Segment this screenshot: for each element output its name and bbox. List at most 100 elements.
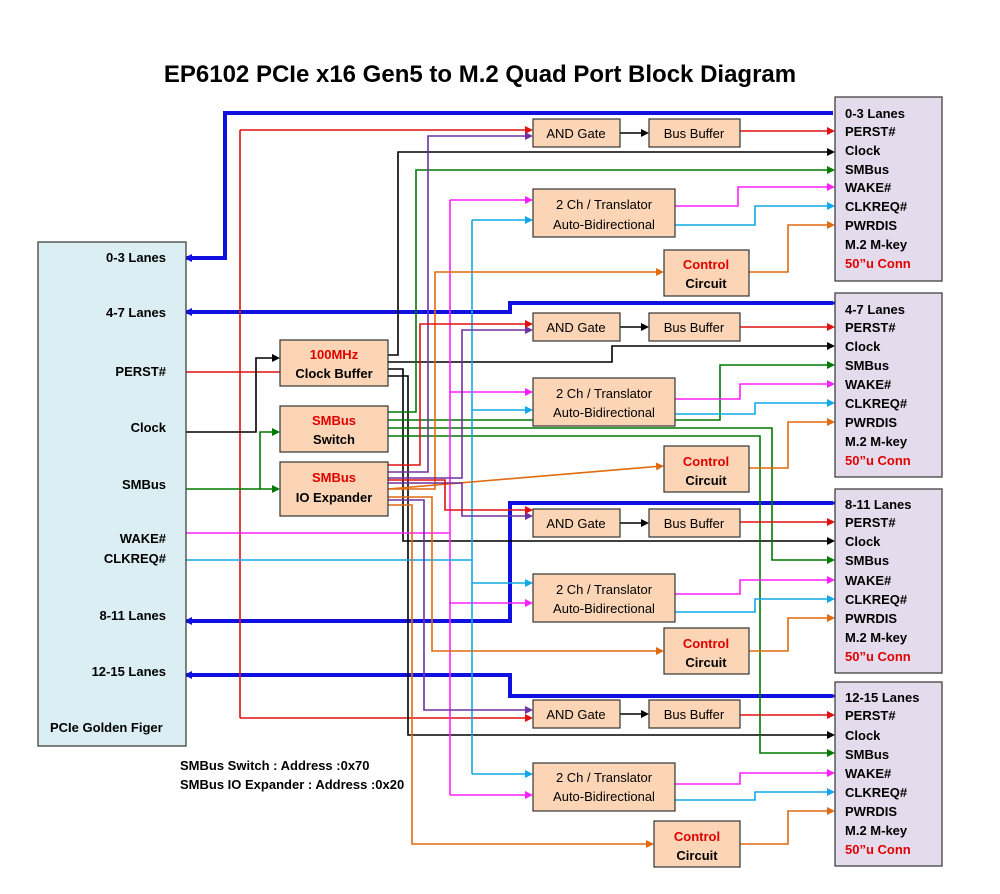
control-circuit-1 [663, 249, 750, 297]
connector-1-perst: PERST# [845, 124, 896, 139]
golden-finger-box [37, 241, 187, 747]
io-expander-label: IO Expander [296, 490, 373, 505]
connector-2-conn: 50”u Conn [845, 453, 911, 468]
and-in-2 [388, 326, 533, 479]
ctrl-in-4 [388, 504, 654, 848]
connector-4-smbus: SMBus [845, 747, 889, 762]
port-4-blocks: AND Gate Bus Buffer 2 Ch / Translator Au… [532, 699, 741, 868]
connector-3-clkreq: CLKREQ# [845, 592, 908, 607]
connector-1-clkreq: CLKREQ# [845, 199, 908, 214]
clkreq-out-1 [675, 202, 835, 226]
ctrl-in-2 [387, 462, 664, 490]
port-3-blocks: AND Gate Bus Buffer 2 Ch / Translator Au… [532, 508, 750, 675]
connector-1-wake: WAKE# [845, 180, 892, 195]
and-in-4 [388, 499, 533, 714]
clock-buffer-freq: 100MHz [310, 347, 359, 362]
bus-buffer-1-label: Bus Buffer [664, 126, 725, 141]
wires [184, 111, 839, 848]
connector-3-conn: 50”u Conn [845, 649, 911, 664]
perst-and-3 [388, 479, 533, 514]
control-circuit-3-title: Control [683, 636, 729, 651]
smbus-switch-block: SMBus Switch [279, 405, 389, 453]
connector-4-lanes: 12-15 Lanes [845, 690, 919, 705]
and-in-3 [388, 482, 533, 520]
ctrl-out-2 [749, 418, 835, 469]
translator-4 [532, 762, 676, 812]
and-gate-1-label: AND Gate [546, 126, 605, 141]
clkreq-out-4 [675, 788, 835, 801]
and-gate-3 [532, 508, 621, 538]
clock-in [186, 354, 280, 433]
connector-4-clkreq: CLKREQ# [845, 785, 908, 800]
control-circuit-2-label: Circuit [685, 473, 727, 488]
translator-4-line1: 2 Ch / Translator [556, 770, 653, 785]
lanes-12-15-wire [184, 671, 839, 700]
gf-label-clock: Clock [131, 420, 167, 435]
lanes-8-11-wire [184, 499, 839, 625]
bus-buffer-4 [648, 699, 741, 729]
connector-4-mkey: M.2 M-key [845, 823, 908, 838]
connector-4-wake: WAKE# [845, 766, 892, 781]
connector-3-perst: PERST# [845, 515, 896, 530]
bus-buffer-3 [648, 508, 741, 538]
translator-3 [532, 573, 676, 623]
ctrl-out-3 [749, 614, 835, 652]
connector-2-clkreq: CLKREQ# [845, 396, 908, 411]
lanes-0-3-wire [184, 111, 833, 262]
ctrl-out-1 [749, 221, 835, 273]
io-expander-block: SMBus IO Expander [279, 461, 389, 517]
connector-2-lanes: 4-7 Lanes [845, 302, 905, 317]
control-circuit-3 [663, 627, 750, 675]
control-circuit-4 [653, 820, 741, 868]
clock-buffer-label: Clock Buffer [295, 366, 372, 381]
clock-out-3 [388, 368, 835, 545]
diagram-title: EP6102 PCIe x16 Gen5 to M.2 Quad Port Bl… [164, 61, 796, 88]
connector-4: 12-15 Lanes PERST# Clock SMBus WAKE# CLK… [834, 681, 943, 867]
connector-4-perst: PERST# [845, 708, 896, 723]
connector-3-lanes: 8-11 Lanes [845, 497, 912, 512]
connector-2-mkey: M.2 M-key [845, 434, 908, 449]
gf-label-0-3-lanes: 0-3 Lanes [106, 250, 166, 265]
control-circuit-2-title: Control [683, 454, 729, 469]
connector-1-mkey: M.2 M-key [845, 237, 908, 252]
gf-footer: PCIe Golden Figer [50, 720, 163, 735]
smbus-switch-title: SMBus [312, 413, 356, 428]
gf-label-4-7-lanes: 4-7 Lanes [106, 305, 166, 320]
connector-1-clock: Clock [845, 143, 881, 158]
clock-buffer-block: 100MHz Clock Buffer [279, 339, 389, 387]
control-circuit-1-label: Circuit [685, 276, 727, 291]
and-gate-1 [532, 118, 621, 148]
gf-label-perst: PERST# [115, 364, 166, 379]
control-circuit-4-title: Control [674, 829, 720, 844]
connector-3: 8-11 Lanes PERST# Clock SMBus WAKE# CLKR… [834, 488, 943, 674]
and-in-1 [388, 132, 533, 473]
port-1-blocks: AND Gate Bus Buffer 2 Ch / Translator Au… [532, 118, 750, 297]
connector-2-pwrdis: PWRDIS [845, 415, 897, 430]
gf-label-clkreq: CLKREQ# [104, 551, 167, 566]
lanes-4-7-wire [184, 299, 839, 316]
bus-buffer-2-label: Bus Buffer [664, 320, 725, 335]
clkreq-out-3 [675, 595, 835, 613]
translator-3-line2: Auto-Bidirectional [553, 601, 655, 616]
and-gate-2-label: AND Gate [546, 320, 605, 335]
and-gate-4 [532, 699, 621, 729]
and-gate-4-label: AND Gate [546, 707, 605, 722]
bus-buffer-3-label: Bus Buffer [664, 516, 725, 531]
ctrl-in-1 [388, 268, 664, 490]
wake-out-3 [675, 576, 835, 595]
clkreq-out-2 [675, 399, 835, 415]
connector-1-pwrdis: PWRDIS [845, 218, 897, 233]
smbus-out-4 [388, 435, 835, 757]
translator-3-line1: 2 Ch / Translator [556, 582, 653, 597]
translator-2 [532, 377, 676, 427]
connector-3-wake: WAKE# [845, 573, 892, 588]
clock-out-2 [388, 342, 835, 363]
control-circuit-3-label: Circuit [685, 655, 727, 670]
translator-1-line2: Auto-Bidirectional [553, 217, 655, 232]
translator-1 [532, 188, 676, 238]
connector-1-smbus: SMBus [845, 162, 889, 177]
gf-label-wake: WAKE# [120, 531, 167, 546]
connector-3-clock: Clock [845, 534, 881, 549]
connector-2-perst: PERST# [845, 320, 896, 335]
bus-buffer-2 [648, 312, 741, 342]
